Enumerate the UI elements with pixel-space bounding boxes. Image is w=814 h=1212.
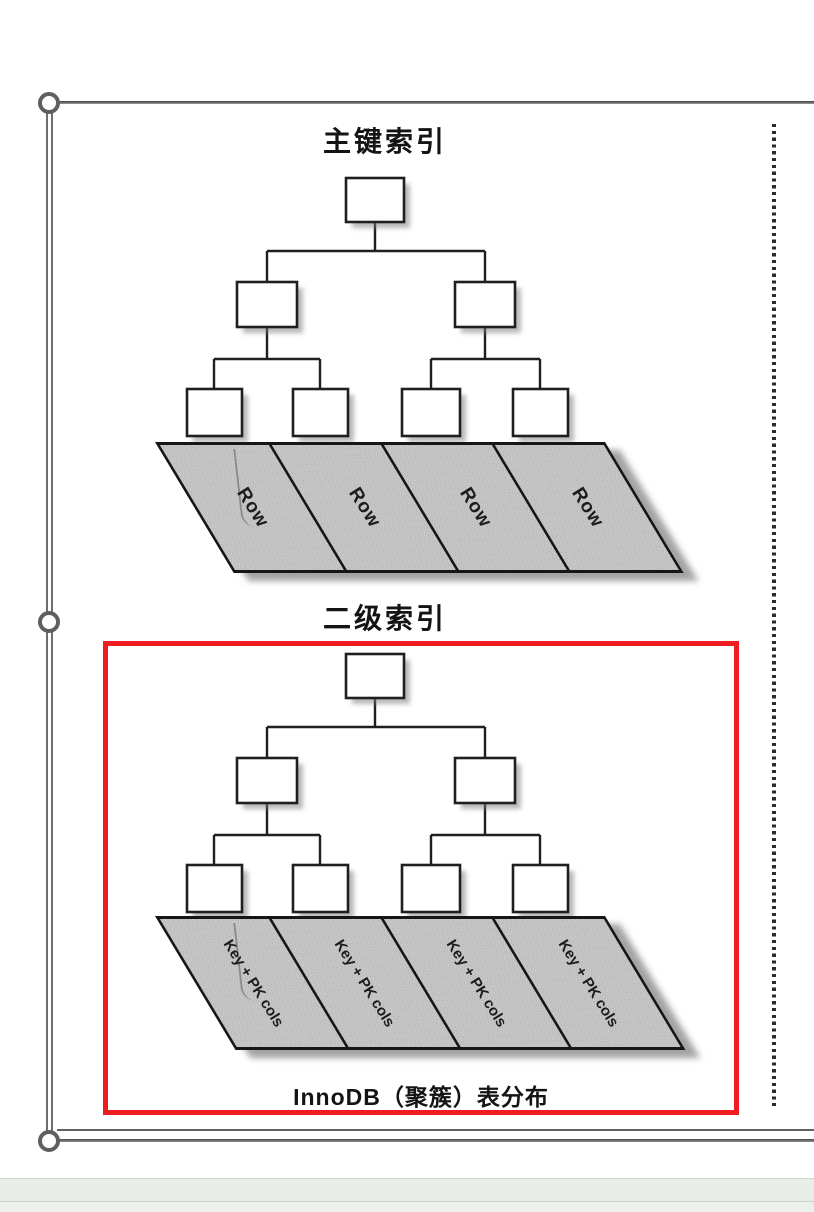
btree-root-node [344, 652, 406, 700]
btree-connectors [212, 698, 542, 865]
btree-leaf-node [291, 387, 350, 438]
primary-index-btree [185, 176, 574, 442]
row-cell-label: Row [231, 483, 273, 532]
red-highlight-box [103, 641, 739, 1115]
selection-handle-bottom-left[interactable] [38, 1130, 60, 1152]
btree-leaf-node [511, 863, 570, 914]
row-cell-label: Row [567, 483, 608, 532]
scanned-page-edge [57, 1129, 814, 1131]
btree-leaf-node [400, 863, 462, 914]
btree-leaf-node [400, 387, 462, 438]
btree-leaf-node [185, 863, 244, 914]
clustered-table-caption: InnoDB（聚簇）表分布 [293, 1084, 549, 1110]
selection-handle-middle-left[interactable] [38, 611, 60, 633]
selection-handle-top-left[interactable] [38, 92, 60, 114]
btree-mid-node [235, 280, 299, 329]
btree-connectors [212, 222, 542, 389]
row-cell-label: Row [455, 483, 496, 532]
footer-row [0, 1178, 814, 1201]
secondary-index-btree [185, 652, 574, 918]
btree-mid-node [453, 756, 517, 805]
dotted-divider-line [772, 124, 776, 1106]
row-cell-label: Row [343, 483, 385, 532]
btree-leaf-node [291, 863, 350, 914]
footer-row [0, 1201, 814, 1212]
selection-frame-bottom [49, 1139, 814, 1142]
btree-leaf-node [185, 387, 244, 438]
secondary-index-title: 二级索引 [322, 603, 447, 634]
btree-mid-node [453, 280, 517, 329]
btree-mid-node [235, 756, 299, 805]
row-data-strip: Row Row Row Row [155, 442, 684, 573]
btree-root-node [344, 176, 406, 224]
primary-index-title: 主键索引 [322, 126, 447, 157]
selection-frame-top [49, 101, 814, 104]
btree-leaf-node [511, 387, 570, 438]
